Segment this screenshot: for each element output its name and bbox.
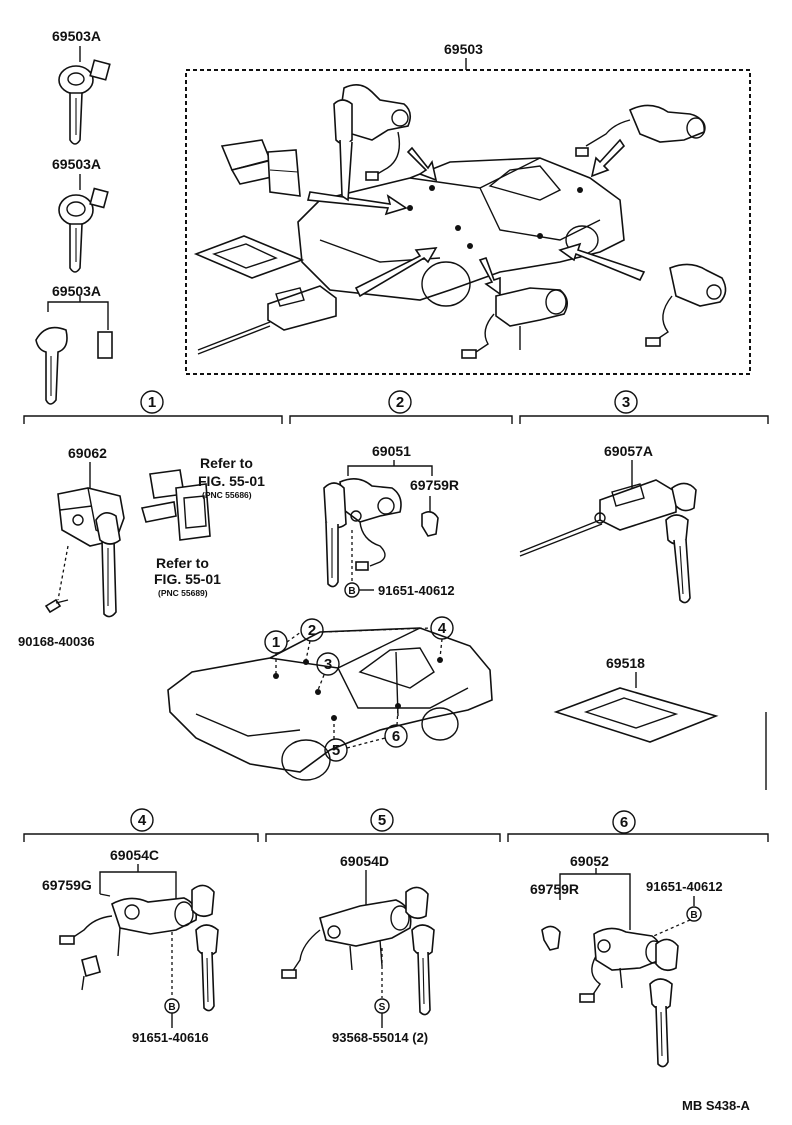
arrow-indicators (306, 138, 646, 298)
svg-text:91651-40616: 91651-40616 (132, 1030, 209, 1045)
svg-text:69503A: 69503A (52, 156, 101, 172)
svg-text:69503A: 69503A (52, 28, 101, 44)
car-callouts: 1 2 3 4 5 6 (264, 616, 454, 762)
bolt-marker-b: B (344, 582, 360, 598)
svg-text:4: 4 (438, 620, 447, 637)
svg-text:90168-40036: 90168-40036 (18, 634, 95, 649)
key-69503a-2: 69503A (52, 156, 109, 273)
door-lock-cylinder-icon (323, 478, 402, 588)
svg-text:2: 2 (396, 394, 404, 411)
callout-marker-1: 1 (140, 390, 164, 414)
svg-text:93568-55014 (2): 93568-55014 (2) (332, 1030, 428, 1045)
latch-bracket-icon (140, 469, 211, 541)
svg-text:91651-40612: 91651-40612 (646, 879, 723, 894)
svg-text:69057A: 69057A (604, 443, 653, 459)
group-1: 69062 90168-40036 Refer to FIG. 55-01 (P… (18, 445, 265, 649)
car-icon (167, 627, 493, 781)
svg-text:S: S (379, 1002, 386, 1013)
svg-text:69054D: 69054D (340, 853, 389, 869)
svg-text:6: 6 (620, 814, 628, 831)
callout-marker-4: 4 (130, 808, 154, 832)
group-3: 69057A (519, 443, 697, 604)
key-icon (649, 938, 679, 1068)
car-middle: 1 2 3 4 5 6 (167, 616, 493, 781)
door-lock-cylinder-icon (57, 487, 125, 618)
key-icon (405, 886, 435, 1016)
svg-text:B: B (168, 1002, 175, 1013)
key-set-69503: 69503 (185, 41, 751, 375)
svg-text:3: 3 (622, 394, 630, 411)
svg-text:3: 3 (324, 656, 332, 673)
callout-marker-5: 5 (370, 808, 394, 832)
door-lock-cylinder-icon (575, 104, 706, 157)
svg-text:1: 1 (148, 394, 156, 411)
svg-text:69759G: 69759G (42, 877, 92, 893)
plate-icon (553, 687, 719, 743)
plate-icon (193, 235, 305, 279)
svg-text:Refer to: Refer to (200, 455, 253, 471)
svg-text:69051: 69051 (372, 443, 411, 459)
diagram-code: MB S438-A (682, 1098, 751, 1113)
key-69503a-1: 69503A (52, 28, 111, 145)
group-5: 69054D S 93568-55014 (2) (281, 853, 435, 1045)
svg-text:69052: 69052 (570, 853, 609, 869)
door-lock-cylinder-icon (579, 927, 663, 1003)
svg-text:69054C: 69054C (110, 847, 159, 863)
svg-text:B: B (348, 586, 355, 597)
bolt-marker-b: B (686, 906, 702, 922)
svg-text:1: 1 (272, 634, 280, 651)
trunk-cylinder-icon (59, 897, 198, 991)
callout-marker-3: 3 (614, 390, 638, 414)
key-icon (191, 884, 219, 1012)
callout-marker-6: 6 (612, 810, 636, 834)
svg-text:(PNC 55686): (PNC 55686) (202, 490, 252, 500)
svg-text:69503A: 69503A (52, 283, 101, 299)
trunk-cylinder-icon (645, 263, 727, 347)
screw-marker-s: S (374, 998, 390, 1014)
svg-text:(PNC 55689): (PNC 55689) (158, 588, 208, 598)
latch-bracket-icon (220, 139, 301, 197)
key-icon (35, 326, 113, 405)
svg-text:2: 2 (308, 622, 316, 639)
group-6: 69052 69759R 91651-40612 B (530, 853, 723, 1068)
door-lock-cylinder-icon (281, 899, 412, 979)
key-69503a-3: 69503A (35, 283, 113, 405)
svg-text:69518: 69518 (606, 655, 645, 671)
door-lock-cylinder-icon (333, 84, 412, 202)
clip-icon (421, 510, 439, 537)
svg-text:Refer to: Refer to (156, 555, 209, 571)
svg-text:69759R: 69759R (410, 477, 459, 493)
svg-text:69062: 69062 (68, 445, 107, 461)
key-icon (58, 187, 109, 273)
bolt-icon (44, 598, 69, 614)
key-icon (58, 59, 111, 145)
clip-icon (541, 925, 561, 951)
svg-text:5: 5 (378, 812, 386, 829)
svg-text:4: 4 (138, 812, 147, 829)
svg-text:91651-40612: 91651-40612 (378, 583, 455, 598)
svg-text:6: 6 (392, 728, 400, 745)
svg-text:5: 5 (332, 742, 340, 759)
ignition-cylinder-icon (197, 285, 337, 355)
group-4: 69054C 69759G B 91651-40616 (42, 847, 219, 1045)
callout-marker-2: 2 (388, 390, 412, 414)
group-2: 69051 69759R B 91651-40612 (323, 443, 459, 598)
plate-69518: 69518 (553, 655, 767, 790)
section-brackets-bottom: 4 5 6 (23, 808, 769, 842)
svg-text:FIG. 55-01: FIG. 55-01 (198, 473, 265, 489)
svg-text:FIG. 55-01: FIG. 55-01 (154, 571, 221, 587)
bolt-marker-b: B (164, 998, 180, 1014)
svg-text:69759R: 69759R (530, 881, 579, 897)
section-brackets-top: 1 2 3 (23, 390, 769, 424)
ignition-cylinder-icon (519, 479, 697, 604)
door-lock-cylinder-icon (461, 287, 568, 359)
svg-text:B: B (690, 910, 697, 921)
svg-text:69503: 69503 (444, 41, 483, 57)
